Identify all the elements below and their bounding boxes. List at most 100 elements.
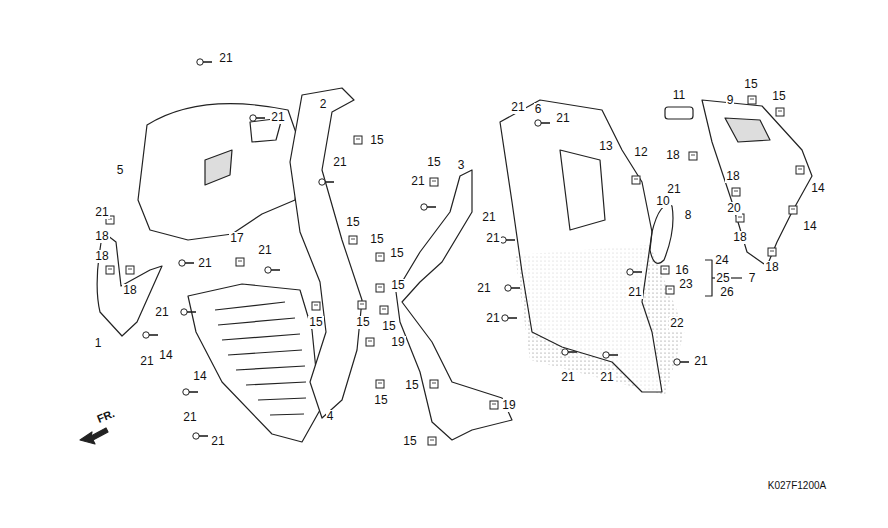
- callout-number: 21: [257, 244, 272, 257]
- part-outline: [236, 258, 244, 266]
- callout-number: 14: [802, 220, 817, 233]
- callout-number: 24: [714, 254, 729, 267]
- callout-number: 14: [158, 349, 173, 362]
- part-outline: [215, 302, 285, 310]
- part-outline: [428, 437, 436, 445]
- callout-number: 21: [410, 175, 425, 188]
- part-outline: [500, 237, 515, 243]
- part-outline: [776, 108, 784, 116]
- part-outline: [376, 380, 384, 388]
- part-outline: [725, 118, 770, 142]
- part-outline: [218, 318, 295, 325]
- part-outline: [143, 332, 158, 338]
- part-outline: [138, 104, 302, 240]
- callout-number: 15: [390, 279, 405, 292]
- part-outline: [490, 401, 498, 409]
- callout-number: 23: [678, 278, 693, 291]
- part-outline: [193, 433, 208, 439]
- callout-number: 15: [381, 320, 396, 333]
- part-outline: [396, 170, 512, 440]
- callout-number: 18: [764, 261, 779, 274]
- part-outline: [197, 59, 212, 65]
- part-outline: [500, 100, 662, 392]
- callout-number: 20: [726, 202, 741, 215]
- callout-number: 21: [485, 232, 500, 245]
- callout-number: 14: [192, 370, 207, 383]
- part-outline: [270, 414, 304, 415]
- callout-number: 10: [655, 195, 670, 208]
- callout-number: 15: [345, 216, 360, 229]
- part-outline: [796, 166, 804, 174]
- part-outline: [106, 59, 804, 445]
- part-outline: [376, 284, 384, 292]
- part-outline: [562, 349, 577, 355]
- part-outline: [312, 302, 320, 310]
- callout-number: 11: [672, 89, 686, 102]
- callout-number: 21: [555, 112, 570, 125]
- callout-number: 18: [122, 284, 137, 297]
- callout-number: 15: [369, 233, 384, 246]
- part-outline: [358, 301, 366, 309]
- callout-number: 21: [599, 371, 614, 384]
- part-outline: [179, 260, 194, 266]
- part-outline: [250, 115, 265, 121]
- callout-number: 15: [426, 156, 441, 169]
- part-outline: [732, 188, 740, 196]
- callout-number: 1: [94, 337, 103, 350]
- callout-number: 21: [332, 156, 347, 169]
- callout-number: 21: [94, 206, 109, 219]
- callout-number: 21: [627, 286, 642, 299]
- callout-number: 3: [457, 159, 466, 172]
- part-outline: [689, 152, 697, 160]
- part-outline: [106, 266, 114, 274]
- callout-number: 21: [510, 101, 525, 114]
- callout-number: 18: [94, 230, 109, 243]
- part-outline: [666, 286, 674, 294]
- part-outline: [705, 260, 712, 296]
- callout-number: 18: [725, 170, 740, 183]
- part-outline: [380, 306, 388, 314]
- direction-label: FR.: [95, 407, 118, 426]
- callout-number: 19: [390, 336, 405, 349]
- callout-number: 13: [598, 140, 613, 153]
- callout-number: 8: [684, 209, 693, 222]
- part-outline: [748, 96, 756, 104]
- part-outline: [650, 205, 673, 263]
- callout-number: 21: [481, 211, 496, 224]
- part-outline: [181, 309, 196, 315]
- callout-number: 18: [665, 149, 680, 162]
- part-outline: [627, 269, 642, 275]
- part-outline: [183, 389, 198, 395]
- part-outline: [421, 204, 436, 210]
- callout-number: 2: [319, 98, 328, 111]
- callout-number: 15: [743, 78, 758, 91]
- callout-number: 19: [501, 399, 516, 412]
- part-outline: [430, 380, 438, 388]
- part-outline: [768, 248, 776, 256]
- callout-number: 25: [715, 272, 730, 285]
- callout-number: 18: [94, 250, 109, 263]
- callout-number: 21: [560, 371, 575, 384]
- callout-number: 15: [308, 316, 323, 329]
- part-outline: [535, 120, 550, 126]
- part-outline: [674, 359, 689, 365]
- callout-number: 21: [485, 312, 500, 325]
- callout-number: 4: [326, 410, 335, 423]
- part-outline: [265, 267, 280, 273]
- callout-number: 26: [719, 286, 734, 299]
- part-outline: [505, 285, 520, 291]
- part-outline: [789, 206, 797, 214]
- part-outline: [188, 284, 320, 442]
- callout-number: 15: [369, 134, 384, 147]
- part-outline: [80, 88, 812, 444]
- part-outline: [97, 232, 162, 336]
- callout-number: 21: [154, 306, 169, 319]
- part-outline: [430, 178, 438, 186]
- callout-number: 7: [748, 272, 757, 285]
- callout-number: 15: [373, 394, 388, 407]
- callout-number: 15: [402, 435, 417, 448]
- callout-number: 21: [218, 52, 233, 65]
- part-outline: [205, 150, 232, 185]
- part-outline: [603, 352, 618, 358]
- part-outline: [736, 214, 744, 222]
